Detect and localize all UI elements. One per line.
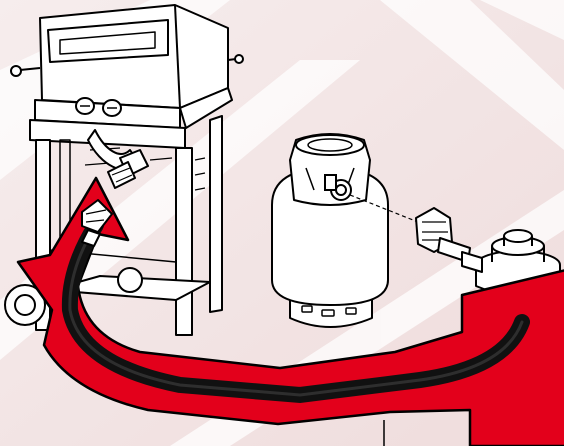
propane-tank xyxy=(272,134,388,327)
